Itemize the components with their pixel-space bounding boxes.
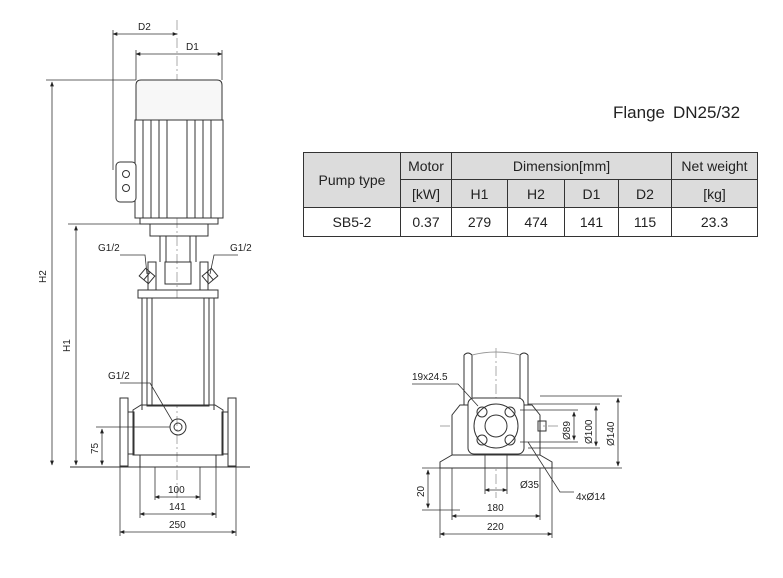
- label-d1: D1: [186, 42, 199, 53]
- cell-motor: 0.37: [400, 207, 452, 237]
- base-view-dimensions: [412, 383, 622, 538]
- label-g-left: G1/2: [98, 243, 120, 254]
- cell-h2: 474: [507, 207, 565, 237]
- th-d1: D1: [564, 179, 619, 208]
- th-net-weight: Net weight: [671, 152, 758, 180]
- th-dimension: Dimension[mm]: [451, 152, 672, 180]
- th-weight-unit: [kg]: [671, 179, 758, 208]
- label-h1: H1: [62, 339, 73, 352]
- cell-pump-type: SB5-2: [303, 207, 401, 237]
- label-100: 100: [168, 485, 185, 496]
- label-250: 250: [169, 520, 186, 531]
- cell-d1: 141: [564, 207, 619, 237]
- cell-d2: 115: [618, 207, 672, 237]
- spec-table: Pump type Motor Dimension[mm] Net weight…: [303, 152, 758, 237]
- cell-weight: 23.3: [671, 207, 758, 237]
- th-h1: H1: [451, 179, 508, 208]
- label-d100: Ø100: [584, 419, 595, 444]
- label-g-bottom: G1/2: [108, 371, 130, 382]
- label-g-right: G1/2: [230, 243, 252, 254]
- flange-value: DN25/32: [672, 103, 741, 122]
- side-view-dimensions: [46, 30, 238, 536]
- flange-label: Flange: [613, 103, 665, 122]
- cell-h1: 279: [451, 207, 508, 237]
- th-motor: Motor: [400, 152, 452, 180]
- th-h2: H2: [507, 179, 565, 208]
- label-220: 220: [487, 522, 504, 533]
- label-h2: H2: [38, 270, 49, 283]
- base-view-labels: 19x24.5 Ø89 Ø100 Ø140 Ø35 4xØ14 20 180 2…: [412, 372, 617, 533]
- pump-base-view: [439, 348, 560, 498]
- label-d140: Ø140: [606, 421, 617, 446]
- label-d35: Ø35: [520, 480, 539, 491]
- table-row: SB5-2 0.37 279 474 141 115 23.3: [303, 207, 758, 237]
- label-180: 180: [487, 503, 504, 514]
- flange-title: Flange DN25/32: [613, 103, 748, 123]
- th-motor-unit: [kW]: [400, 179, 452, 208]
- th-pump-type: Pump type: [303, 152, 401, 208]
- side-view-labels: D2 D1 H2 H1 G1/2 G1/2 G1/2 75 100 141 25…: [38, 22, 252, 531]
- label-20: 20: [416, 485, 427, 497]
- label-holes: 4xØ14: [576, 492, 606, 503]
- label-slot: 19x24.5: [412, 372, 448, 383]
- label-d2: D2: [138, 22, 151, 33]
- pump-side-view: [70, 20, 250, 500]
- label-d89: Ø89: [562, 421, 573, 440]
- label-141: 141: [169, 502, 186, 513]
- label-75: 75: [90, 442, 101, 454]
- th-d2: D2: [618, 179, 672, 208]
